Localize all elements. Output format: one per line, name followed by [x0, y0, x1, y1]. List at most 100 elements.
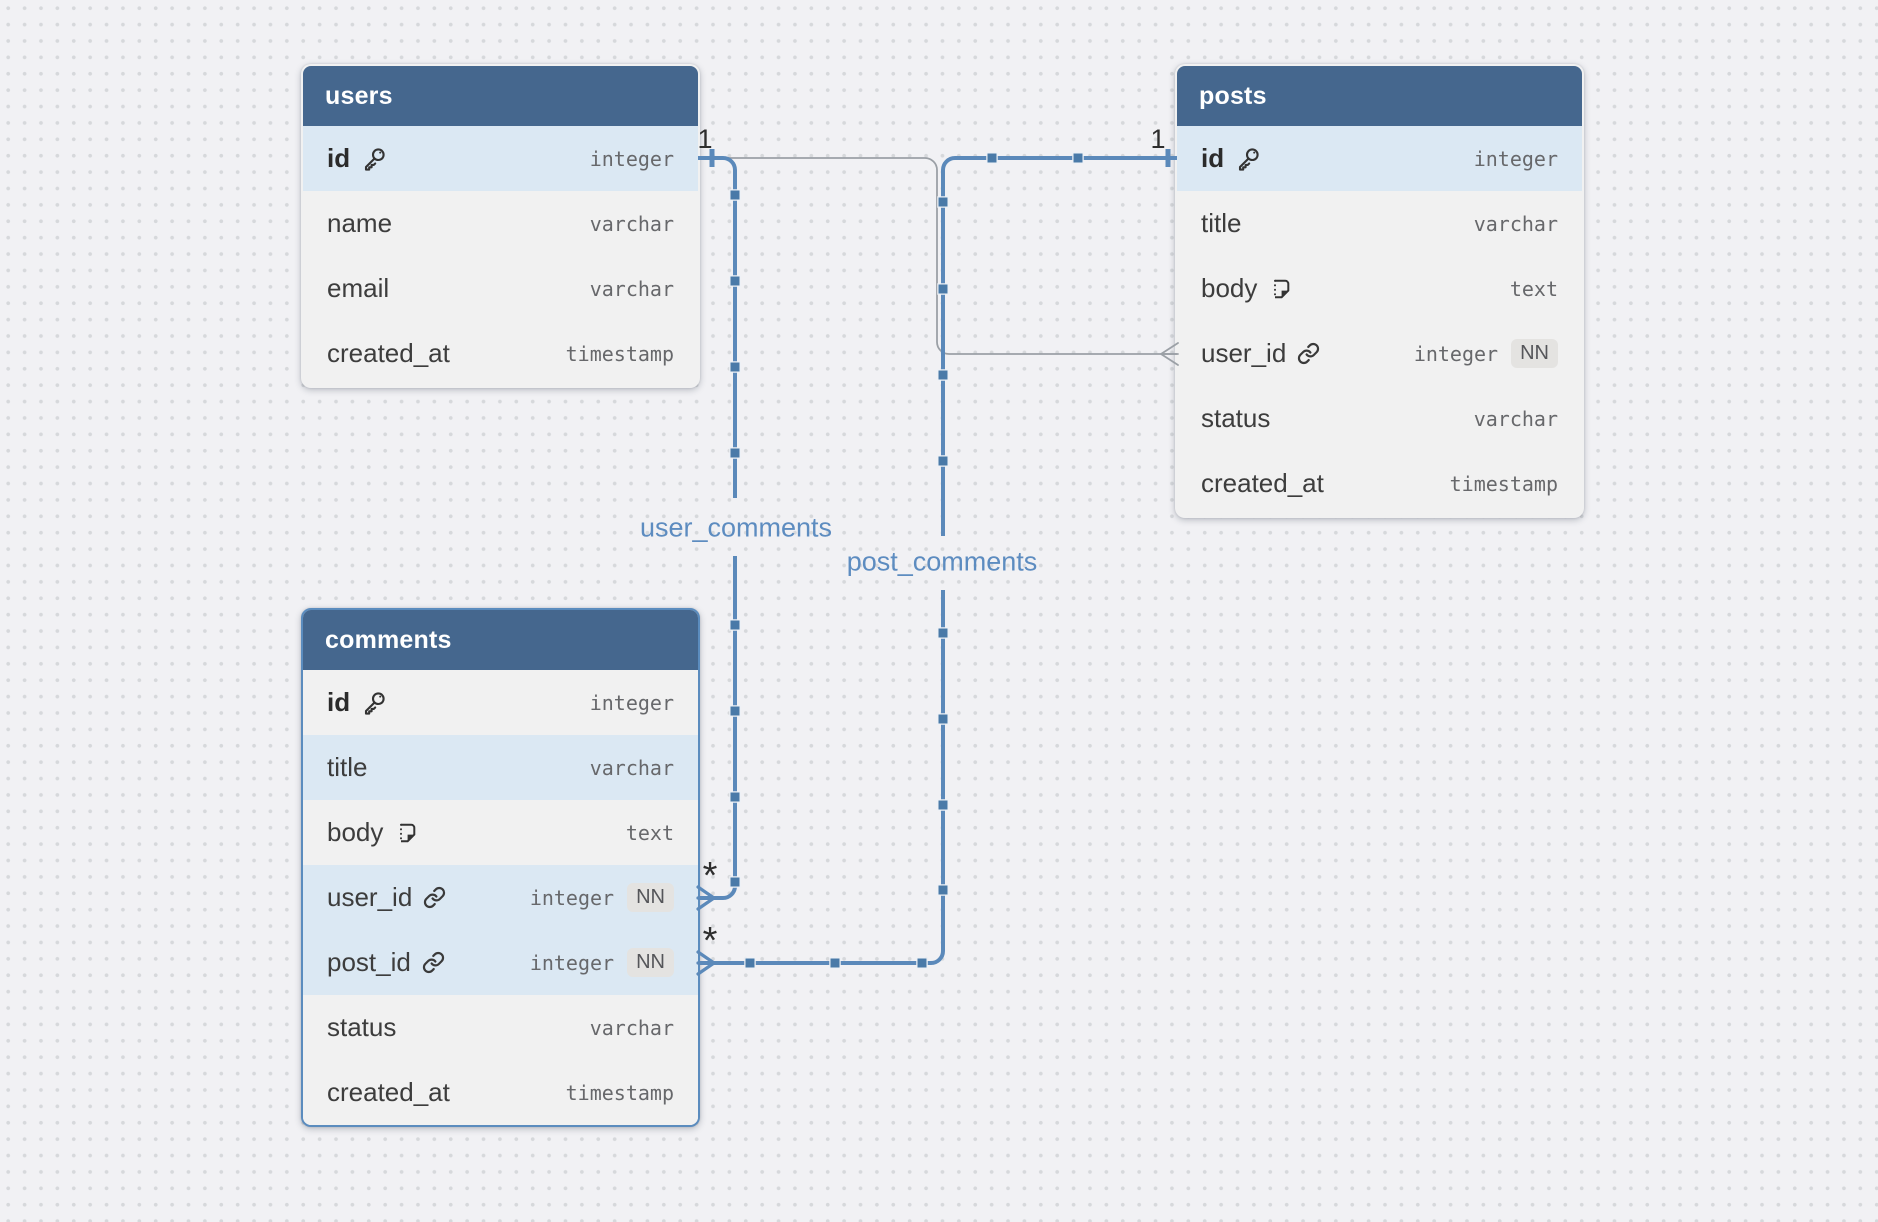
column-name: name — [327, 208, 393, 238]
column-name: id — [327, 687, 351, 717]
relationship-line[interactable] — [698, 590, 945, 965]
column-name: created_at — [1201, 468, 1324, 498]
column-type: integer — [1473, 146, 1558, 171]
column-type: integer — [589, 146, 674, 171]
link-icon — [422, 951, 445, 974]
not-null-badge: NN — [627, 883, 674, 912]
column-name: title — [1201, 208, 1242, 238]
relationship-line[interactable] — [698, 157, 1177, 355]
column-type: integer — [1413, 341, 1499, 366]
column-row-comments-id[interactable]: id integer — [303, 670, 698, 735]
cardinality-many-label: * — [703, 920, 718, 962]
column-name: body — [1201, 273, 1258, 303]
not-null-badge: NN — [627, 948, 674, 977]
relationship-line[interactable] — [941, 156, 1177, 536]
note-icon — [394, 821, 418, 845]
column-row-posts-created_at[interactable]: created_at timestamp — [1177, 451, 1582, 516]
table-name: users — [325, 81, 393, 110]
table-posts-header[interactable]: posts — [1177, 66, 1582, 126]
column-row-users-created_at[interactable]: created_at timestamp — [303, 321, 698, 386]
column-name: user_id — [1201, 338, 1287, 368]
waypoint-handle[interactable] — [937, 627, 949, 639]
waypoint-handle[interactable] — [937, 799, 949, 811]
column-row-comments-created_at[interactable]: created_at timestamp — [303, 1060, 698, 1125]
waypoint-handle[interactable] — [729, 275, 741, 287]
column-type: text — [1509, 276, 1558, 301]
table-posts[interactable]: posts id integer title varchar body text user_i… — [1175, 64, 1584, 518]
relationship-line[interactable] — [698, 156, 737, 498]
column-type: varchar — [1473, 211, 1558, 236]
waypoint-handle[interactable] — [916, 957, 928, 969]
column-type: integer — [529, 885, 615, 910]
column-type: timestamp — [1449, 471, 1558, 496]
column-name: email — [327, 273, 390, 303]
waypoint-handle[interactable] — [937, 369, 949, 381]
column-type: varchar — [1473, 406, 1558, 431]
column-row-comments-status[interactable]: status varchar — [303, 995, 698, 1060]
column-type: timestamp — [565, 1080, 674, 1105]
column-row-posts-user_id[interactable]: user_id integer NN — [1177, 321, 1582, 386]
cardinality-one-label: 1 — [1150, 124, 1165, 154]
waypoint-handle[interactable] — [729, 791, 741, 803]
waypoint-handle[interactable] — [937, 455, 949, 467]
waypoint-handle[interactable] — [729, 361, 741, 373]
table-name: posts — [1199, 81, 1267, 110]
key-icon — [1235, 146, 1261, 172]
waypoint-handle[interactable] — [744, 957, 756, 969]
column-name: created_at — [327, 1077, 450, 1107]
link-icon — [1297, 342, 1320, 365]
cardinality-many-label: * — [703, 855, 718, 897]
column-row-comments-user_id[interactable]: user_id integer NN — [303, 865, 698, 930]
column-name: status — [327, 1012, 397, 1042]
column-type: varchar — [589, 211, 674, 236]
waypoint-handle[interactable] — [729, 447, 741, 459]
waypoint-handle[interactable] — [729, 876, 741, 888]
link-icon — [423, 886, 446, 909]
key-icon — [361, 146, 387, 172]
waypoint-handle[interactable] — [937, 884, 949, 896]
waypoint-handle[interactable] — [986, 152, 998, 164]
column-row-posts-body[interactable]: body text — [1177, 256, 1582, 321]
column-type: integer — [529, 950, 615, 975]
column-row-comments-title[interactable]: title varchar — [303, 735, 698, 800]
column-name: user_id — [327, 882, 413, 912]
table-name: comments — [325, 625, 452, 654]
waypoint-handle[interactable] — [729, 619, 741, 631]
table-comments-header[interactable]: comments — [303, 610, 698, 670]
column-name: created_at — [327, 338, 450, 368]
waypoint-handle[interactable] — [829, 957, 841, 969]
column-type: integer — [589, 690, 674, 715]
waypoint-handle[interactable] — [937, 196, 949, 208]
waypoint-handle[interactable] — [937, 713, 949, 725]
waypoint-handle[interactable] — [937, 283, 949, 295]
note-icon — [1268, 277, 1292, 301]
relationship-label-post_comments[interactable]: post_comments — [846, 546, 1038, 577]
column-row-users-name[interactable]: name varchar — [303, 191, 698, 256]
column-type: varchar — [589, 1015, 674, 1040]
key-icon — [361, 690, 387, 716]
waypoint-handle[interactable] — [729, 189, 741, 201]
relationship-posts-user-id-fk — [698, 157, 1179, 366]
waypoint-handle[interactable] — [1072, 152, 1084, 164]
relationship-label-user_comments[interactable]: user_comments — [639, 512, 833, 543]
table-users-header[interactable]: users — [303, 66, 698, 126]
not-null-badge: NN — [1511, 339, 1558, 368]
column-type: varchar — [589, 755, 674, 780]
column-type: timestamp — [565, 341, 674, 366]
column-row-posts-id[interactable]: id integer — [1177, 126, 1582, 191]
column-row-posts-title[interactable]: title varchar — [1177, 191, 1582, 256]
column-name: id — [1201, 143, 1225, 173]
column-name: title — [327, 752, 368, 782]
column-name: body — [327, 817, 384, 847]
waypoint-handle[interactable] — [729, 705, 741, 717]
relationship-line[interactable] — [698, 556, 737, 900]
